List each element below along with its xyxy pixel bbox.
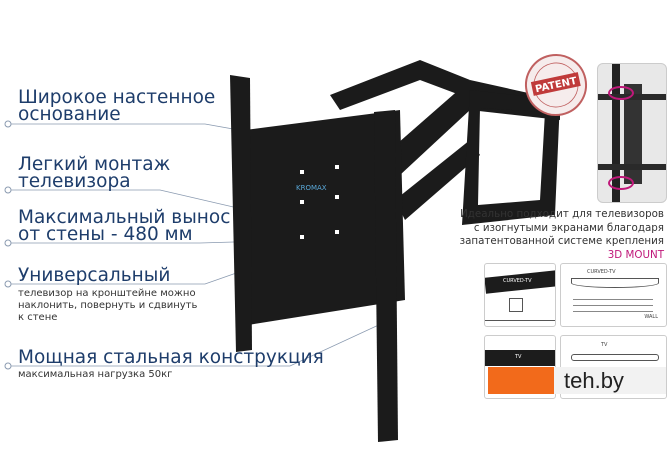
- teh-by-watermark: teh.by: [488, 367, 666, 394]
- plate-brand: KROMAX: [296, 184, 327, 192]
- curved-tv-description: Идеально подходит для телевизоров с изог…: [460, 208, 664, 262]
- curved-tv-label: CURVED-TV: [587, 269, 616, 275]
- feature-max-extension-line1: Максимальный вынос: [18, 207, 231, 228]
- feature-steel-title: Мощная стальная конструкция: [18, 347, 324, 368]
- desc-line: Идеально подходит для телевизоров: [460, 208, 664, 220]
- wall-label: WALL: [644, 314, 658, 320]
- patent-stamp: PATENT: [525, 54, 587, 116]
- feature-max-extension-line2: от стены - 480 мм: [18, 224, 193, 245]
- rotate-arrow-icon: [608, 86, 634, 100]
- feature-wide-base-line1: Широкое настенное: [18, 87, 216, 108]
- feature-easy-mount-line2: телевизора: [18, 171, 131, 192]
- bullet-dot: [4, 120, 12, 128]
- bullet-dot: [4, 280, 12, 288]
- diagram-curved-side: CURVED-TV: [484, 263, 556, 327]
- feature-wide-base-line2: основание: [18, 104, 121, 125]
- 3d-mount-label: 3D MOUNT: [607, 248, 664, 261]
- feature-universal-desc-2: наклонить, повернуть и сдвинуть: [18, 300, 198, 311]
- bullet-dot: [4, 239, 12, 247]
- bullet-dot: [4, 362, 12, 370]
- feature-universal-title: Универсальный: [18, 265, 171, 286]
- feature-steel-desc: максимальная нагрузка 50кг: [18, 369, 173, 380]
- diagram-curved-top: CURVED-TV WALL: [560, 263, 667, 327]
- watermark-text: teh.by: [564, 368, 624, 393]
- tv-label: TV: [601, 342, 608, 348]
- feature-universal-desc-1: телевизор на кронштейне можно: [18, 288, 196, 299]
- feature-easy-mount-line1: Легкий монтаж: [18, 154, 171, 175]
- curved-tv-label: CURVED-TV: [503, 278, 532, 284]
- tv-label: TV: [515, 354, 522, 360]
- rotate-arrow-icon: [608, 176, 634, 190]
- bullet-dot: [4, 186, 12, 194]
- detail-photo: [597, 63, 667, 203]
- feature-universal-desc-3: к стене: [18, 312, 58, 323]
- desc-line: с изогнутыми экранами благодаря: [473, 221, 664, 234]
- desc-line: запатентованной системе крепления: [459, 235, 664, 247]
